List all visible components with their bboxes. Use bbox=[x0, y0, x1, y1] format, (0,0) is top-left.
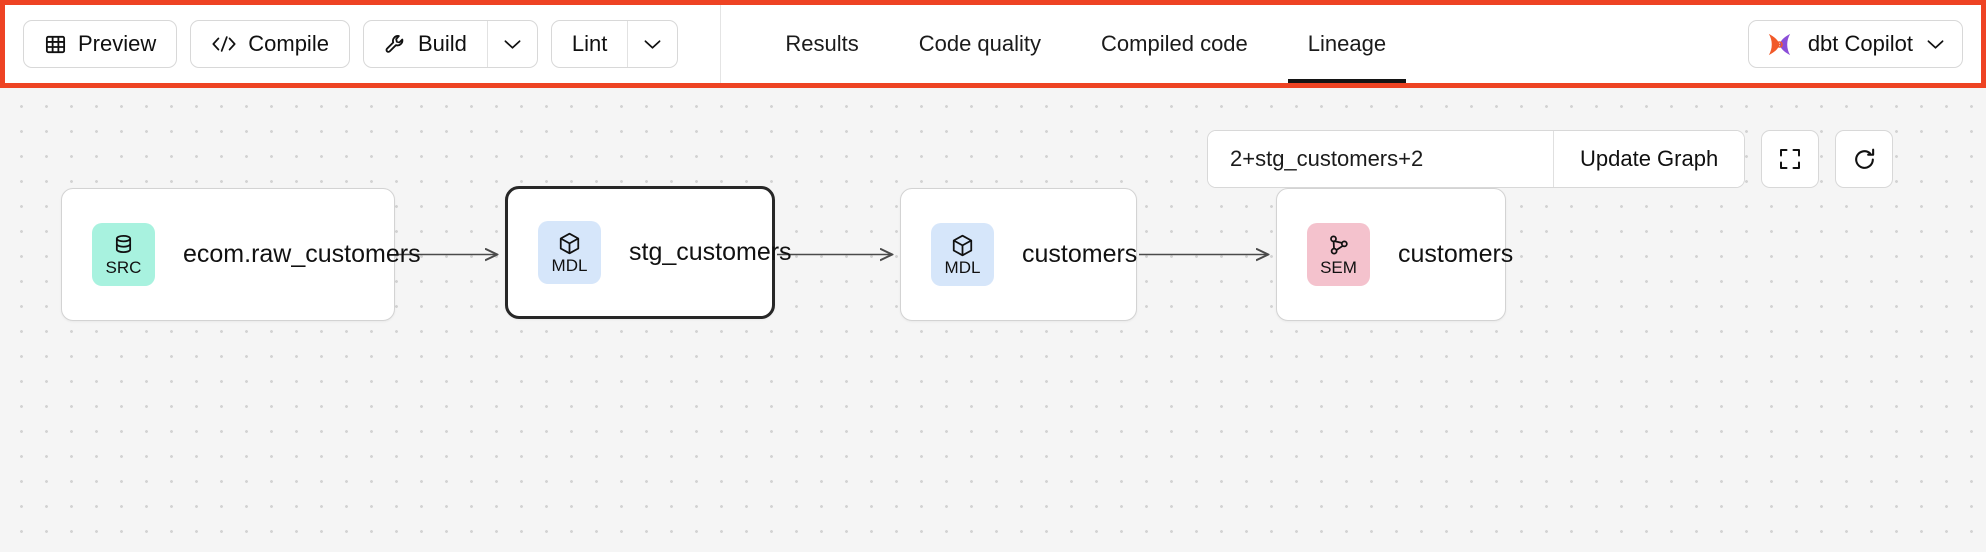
lineage-node-source-label: ecom.raw_customers bbox=[183, 240, 421, 268]
lineage-node-customers-model-label: customers bbox=[1022, 240, 1138, 268]
update-graph-label: Update Graph bbox=[1580, 146, 1719, 171]
node-badge-mdl: MDL bbox=[931, 223, 994, 286]
tab-code-quality-label: Code quality bbox=[918, 31, 1042, 56]
node-badge-mdl: MDL bbox=[538, 221, 601, 284]
tab-results-label: Results bbox=[785, 31, 859, 56]
lineage-node-customers-semantic-label: customers bbox=[1398, 240, 1514, 268]
wrench-icon bbox=[384, 33, 407, 56]
build-button[interactable]: Build bbox=[364, 21, 487, 67]
lineage-node-stg-customers-label: stg_customers bbox=[629, 238, 792, 266]
table-icon bbox=[44, 33, 67, 56]
node-badge-sem: SEM bbox=[1307, 223, 1370, 286]
tab-results[interactable]: Results bbox=[755, 5, 888, 83]
compile-button-label: Compile bbox=[248, 31, 329, 56]
cube-icon bbox=[557, 231, 582, 256]
chevron-down-icon bbox=[504, 39, 521, 50]
dbt-copilot-icon bbox=[1765, 30, 1794, 59]
lint-button-label: Lint bbox=[571, 31, 608, 56]
lineage-node-customers-model[interactable]: MDL customers bbox=[900, 188, 1137, 321]
toolbar: Preview Compile Build bbox=[5, 5, 1981, 83]
dbt-copilot-button[interactable]: dbt Copilot bbox=[1747, 20, 1963, 68]
chevron-down-icon bbox=[1927, 39, 1944, 50]
tab-compiled-code[interactable]: Compiled code bbox=[1071, 5, 1278, 83]
tab-lineage-label: Lineage bbox=[1307, 31, 1387, 56]
cube-icon bbox=[950, 233, 975, 258]
lint-dropdown-button[interactable] bbox=[627, 21, 677, 67]
dbt-copilot-label: dbt Copilot bbox=[1807, 31, 1913, 56]
tab-lineage[interactable]: Lineage bbox=[1278, 5, 1416, 83]
refresh-button[interactable] bbox=[1835, 130, 1894, 188]
lint-button-group: Lint bbox=[550, 20, 679, 68]
code-brackets-icon bbox=[211, 33, 237, 55]
graph-selector-input[interactable] bbox=[1208, 131, 1553, 187]
update-graph-button[interactable]: Update Graph bbox=[1553, 131, 1745, 187]
fit-to-screen-icon bbox=[1778, 147, 1802, 171]
lineage-canvas[interactable]: Update Graph bbox=[0, 88, 1986, 552]
lineage-node-source[interactable]: SRC ecom.raw_customers bbox=[61, 188, 421, 321]
tab-compiled-code-label: Compiled code bbox=[1101, 31, 1248, 56]
fit-to-screen-button[interactable] bbox=[1761, 130, 1820, 188]
preview-button[interactable]: Preview bbox=[23, 20, 178, 68]
database-icon bbox=[111, 233, 136, 258]
lineage-node-customers-semantic[interactable]: SEM customers bbox=[1276, 188, 1513, 321]
tab-code-quality[interactable]: Code quality bbox=[889, 5, 1071, 83]
node-badge-src-label: SRC bbox=[105, 258, 142, 277]
tab-bar: Results Code quality Compiled code Linea… bbox=[720, 5, 1416, 83]
build-button-group: Build bbox=[362, 20, 538, 68]
node-badge-src: SRC bbox=[92, 223, 155, 286]
semantic-graph-icon bbox=[1326, 233, 1351, 258]
compile-button[interactable]: Compile bbox=[190, 20, 350, 68]
preview-button-label: Preview bbox=[78, 31, 157, 56]
graph-controls: Update Graph bbox=[1207, 130, 1894, 188]
node-badge-mdl-label: MDL bbox=[944, 258, 981, 277]
graph-selector-group: Update Graph bbox=[1207, 130, 1746, 188]
refresh-icon bbox=[1852, 147, 1877, 172]
toolbar-annotation-box: Preview Compile Build bbox=[0, 0, 1986, 88]
lineage-node-stg-customers[interactable]: MDL stg_customers bbox=[505, 186, 792, 319]
lint-button[interactable]: Lint bbox=[552, 21, 627, 67]
chevron-down-icon bbox=[644, 39, 661, 50]
build-button-label: Build bbox=[417, 31, 467, 56]
node-badge-sem-label: SEM bbox=[1320, 258, 1357, 277]
node-badge-mdl-label: MDL bbox=[551, 256, 588, 275]
build-dropdown-button[interactable] bbox=[486, 21, 537, 67]
